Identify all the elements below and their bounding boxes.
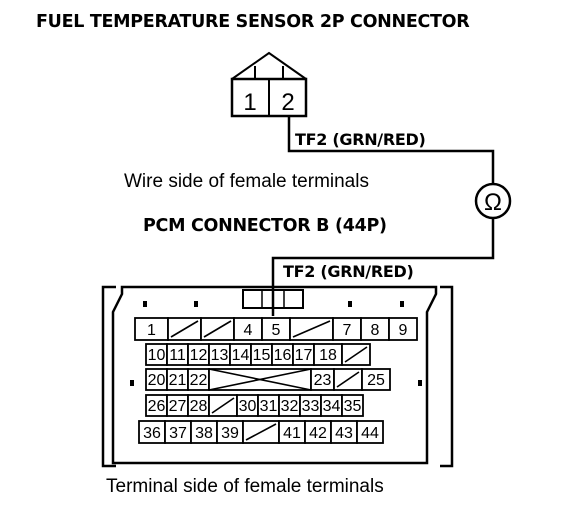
pcm-side-notch-right [418, 380, 422, 386]
upper-wire-label: TF2 (GRN/RED) [295, 130, 426, 149]
pcm-terminal-number: 10 [148, 347, 166, 364]
pcm-terminal-number: 18 [319, 347, 337, 364]
pcm-terminal-number: 16 [274, 347, 292, 364]
pcm-unused-slash [344, 346, 368, 363]
pcm-terminal-number: 22 [190, 372, 208, 389]
pcm-terminal-number: 38 [195, 425, 213, 442]
pcm-terminal-25 [361, 368, 391, 391]
pcm-terminal-number: 27 [169, 398, 187, 415]
pcm-terminal-number: 23 [314, 372, 332, 389]
sensor-connector-key [231, 51, 307, 80]
sensor-pin-1: 1 [243, 89, 256, 116]
fuel-sensor-title: FUEL TEMPERATURE SENSOR 2P CONNECTOR [36, 12, 470, 32]
pcm-terminal-number: 32 [281, 398, 299, 415]
pcm-terminal-number: 7 [343, 322, 352, 339]
pcm-terminal-number: 35 [344, 398, 362, 415]
pcm-terminal-number: 4 [244, 322, 253, 339]
pcm-terminal-number: 37 [169, 425, 187, 442]
pcm-terminal-number: 41 [283, 425, 301, 442]
pcm-terminal-number: 25 [367, 372, 385, 389]
pcm-terminal-number: 5 [272, 322, 281, 339]
pcm-housing-outer [111, 285, 438, 465]
pcm-terminal-44 [356, 420, 384, 444]
pcm-terminal-number: 21 [169, 372, 187, 389]
pcm-terminal-number: 1 [147, 322, 156, 339]
pcm-unused-slash [336, 371, 360, 388]
pcm-notch-3 [348, 301, 352, 307]
pcm-terminal-35 [341, 394, 364, 417]
pcm-terminal-number: 31 [260, 398, 278, 415]
pcm-terminal-number: 9 [399, 322, 408, 339]
pcm-connector-b [101, 285, 454, 468]
pcm-unused-slash [211, 397, 235, 414]
pcm-connector-title: PCM CONNECTOR B (44P) [143, 216, 387, 236]
ohmmeter: Ω [474, 182, 512, 220]
pcm-terminal-number: 43 [335, 425, 353, 442]
pcm-terminal-number: 34 [323, 398, 341, 415]
pcm-terminal-number: 28 [190, 398, 208, 415]
pcm-terminal-number: 26 [148, 398, 166, 415]
sensor-2p-connector [230, 51, 308, 118]
pcm-terminal-9 [388, 317, 418, 341]
pcm-terminal-number: 33 [302, 398, 320, 415]
pcm-terminal-number: 13 [211, 347, 229, 364]
terminal-side-caption: Terminal side of female terminals [106, 476, 384, 497]
pcm-lock-tab [242, 289, 304, 309]
pcm-blocked-cross-b [208, 368, 312, 391]
pcm-terminal-number: 36 [143, 425, 161, 442]
pcm-side-notch-left [130, 380, 134, 386]
pcm-unused-slash [170, 320, 199, 338]
pcm-terminal-number: 39 [221, 425, 239, 442]
pcm-terminal-number: 42 [309, 425, 327, 442]
pcm-unused-slash [245, 423, 277, 441]
wire-sensor-to-meter [287, 116, 495, 184]
pcm-terminal-number: 8 [371, 322, 380, 339]
pcm-notch-4 [400, 301, 404, 307]
pcm-terminal-number: 44 [361, 425, 379, 442]
pcm-terminal-number: 17 [295, 347, 313, 364]
pcm-terminal-number: 15 [253, 347, 271, 364]
pcm-unused-slash [292, 320, 331, 338]
pcm-terminal-number: 11 [169, 347, 186, 364]
pcm-terminal-number: 20 [148, 372, 166, 389]
pcm-notch-2 [194, 301, 198, 307]
pcm-terminal-number: 30 [239, 398, 257, 415]
pcm-unused-slash [203, 320, 232, 338]
pcm-notch-1 [143, 301, 147, 307]
pcm-housing-left-flange [101, 285, 116, 468]
pcm-terminal-number: 12 [190, 347, 208, 364]
pcm-housing-right-flange [440, 285, 454, 468]
sensor-pin-2: 2 [281, 89, 294, 116]
pcm-terminal-number: 14 [232, 347, 250, 364]
lower-wire-label: TF2 (GRN/RED) [283, 262, 414, 281]
ohm-icon: Ω [484, 189, 502, 216]
wire-side-caption: Wire side of female terminals [124, 171, 369, 192]
